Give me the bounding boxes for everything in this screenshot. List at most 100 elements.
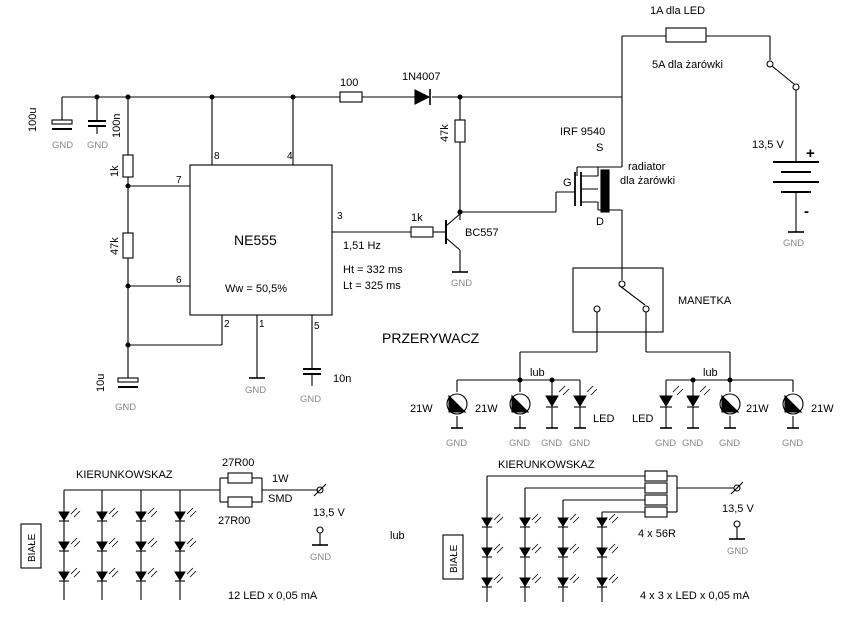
led-symbol (135, 507, 158, 522)
mosfet-d: D (596, 216, 604, 228)
mosfet-g: G (563, 177, 572, 189)
gnd-label: GND (245, 385, 266, 396)
pin-7: 7 (176, 175, 182, 186)
cap-100u: 100u GND (27, 97, 73, 151)
r-1k-label: 1k (109, 165, 121, 177)
led-symbol (557, 513, 580, 528)
r-100-label: 100 (340, 77, 358, 89)
r-1k-base-label: 1k (411, 212, 423, 224)
led-symbol (596, 573, 619, 588)
pin-8: 8 (214, 151, 220, 162)
lub-label-1: lub (530, 367, 545, 379)
gnd-label: GND (115, 402, 136, 413)
gnd-label: GND (727, 546, 748, 557)
led-symbol (519, 513, 542, 528)
led-symbol (519, 573, 542, 588)
ne555-chip: NE555 Ww = 50,5% 8 4 7 6 3 2 1 5 GND 10n… (128, 97, 411, 405)
v-right-label: 13,5 V (722, 503, 754, 515)
r-47k-label: 47k (109, 237, 121, 255)
watt-label: 1W (272, 473, 289, 485)
gnd-label: GND (87, 140, 108, 151)
led-symbol (596, 543, 619, 558)
led-label-left: LED (593, 413, 614, 425)
led-symbol (481, 513, 504, 528)
indicator-stalk: MANETKA (572, 267, 732, 352)
led-symbol (174, 507, 197, 522)
gnd-label: GND (300, 394, 321, 405)
supply-rail (62, 35, 771, 100)
pin-5: 5 (314, 321, 320, 332)
gnd-label: GND (446, 438, 467, 449)
led-columns-right (481, 513, 619, 588)
cap-100u-label: 100u (27, 108, 39, 132)
gnd-label: GND (509, 438, 530, 449)
led-label-right: LED (632, 413, 653, 425)
r-47k-gate-label: 47k (439, 124, 451, 142)
led-symbol (135, 567, 158, 582)
r-27-top-label: 27R00 (222, 457, 254, 469)
pin-4: 4 (287, 151, 293, 162)
led-symbol (481, 573, 504, 588)
biale-right-label: BIAŁE (449, 544, 460, 573)
r100-diode: 100 1N4007 (339, 71, 441, 105)
timing-resistors: 1k 47k (109, 97, 190, 378)
led-array-left: KIERUNKOWSKAZ 27R00 27R00 1W SMD 13,5 V … (20, 457, 345, 602)
v-left-label: 13,5 V (313, 507, 345, 519)
led-symbol (96, 507, 119, 522)
summary-right: 4 x 3 x LED x 0,05 mA (640, 590, 750, 602)
gnd-label: GND (310, 552, 331, 563)
bulb-label-4: 21W (811, 403, 834, 415)
led-symbol (174, 537, 197, 552)
pin-6: 6 (176, 275, 182, 286)
ht-label: Ht = 332 ms (343, 264, 403, 276)
gnd-label: GND (655, 438, 676, 449)
switch-label: MANETKA (678, 295, 732, 307)
led-columns-left (58, 507, 197, 582)
gnd-label: GND (569, 438, 590, 449)
led-symbol (557, 543, 580, 558)
kier-right-label: KIERUNKOWSKAZ (498, 459, 595, 471)
cap-100n: 100n GND (87, 97, 123, 151)
battery-voltage: 13,5 V (752, 139, 784, 151)
radiator-label-2: dla żarówki (620, 175, 675, 187)
fuse: 1A dla LED 5A dla żarówki (650, 5, 723, 71)
gnd-label: GND (451, 278, 472, 289)
battery-plus: + (806, 145, 815, 162)
bulb-label-1: 21W (410, 403, 433, 415)
duty-label: Ww = 50,5% (225, 283, 287, 295)
smd-label: SMD (268, 493, 293, 505)
led-symbol (596, 513, 619, 528)
kier-left-label: KIERUNKOWSKAZ (76, 469, 173, 481)
biale-left-label: BIAŁE (27, 533, 38, 562)
led-symbol (557, 573, 580, 588)
led-symbol (58, 567, 81, 582)
r-4x56-label: 4 x 56R (638, 528, 676, 540)
ignition-switch (766, 60, 800, 162)
diode-label: 1N4007 (402, 71, 441, 83)
led-symbol (174, 567, 197, 582)
pin-3: 3 (337, 211, 343, 222)
led-array-right: KIERUNKOWSKAZ 13,5 V GND 4 x 56R BIAŁE 4… (442, 459, 754, 602)
gnd-label: GND (52, 140, 73, 151)
led-symbol (58, 507, 81, 522)
bulb-label-2: 21W (475, 403, 498, 415)
lub-label-2: lub (703, 367, 718, 379)
gnd-label: GND (782, 438, 803, 449)
title: PRZERYWACZ (382, 330, 480, 346)
cap-10u: 10u GND (95, 374, 139, 413)
gnd-label: GND (682, 438, 703, 449)
freq-label: 1,51 Hz (343, 240, 381, 252)
lt-label: Lt = 325 ms (343, 280, 401, 292)
pin-2: 2 (224, 319, 230, 330)
transistor-label: BC557 (465, 227, 499, 239)
lamp-bank-left: lub 21W 21W LED GND GND GND GND (410, 351, 614, 449)
ic-label: NE555 (234, 232, 277, 248)
pin-1: 1 (259, 319, 265, 330)
summary-left: 12 LED x 0,05 mA (228, 590, 318, 602)
led-symbol (58, 537, 81, 552)
mosfet-s: S (596, 142, 603, 154)
gnd-label: GND (541, 438, 562, 449)
led-symbol (481, 543, 504, 558)
led-symbol (135, 537, 158, 552)
